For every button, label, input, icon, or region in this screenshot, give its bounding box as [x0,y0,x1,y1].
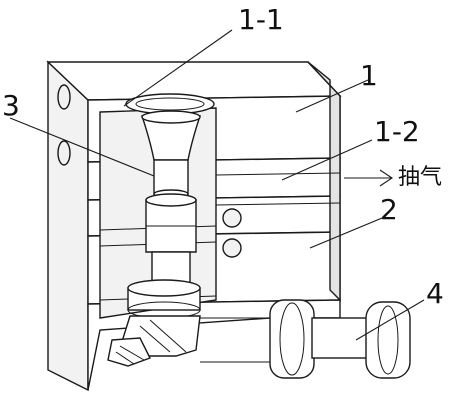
leader-1-1 [123,29,233,107]
block-left-side-face [47,60,89,392]
suction-arrow-head [379,169,393,187]
leader-1-2 [281,139,373,181]
label-suction: 抽气 [398,165,443,190]
block-right-side-face [307,61,341,302]
leader-3 [9,117,155,177]
label-2: 2 [380,193,398,226]
side-hole-lower [57,140,71,166]
nozzle-tip [107,337,151,367]
front-hole-1 [222,208,242,228]
nozzle-neck [153,159,189,195]
label-1-1: 1-1 [238,3,284,36]
leader-4 [355,299,425,341]
actuator-housing-right [365,301,411,379]
leader-2 [309,217,383,249]
block-top-face [46,61,342,101]
front-hole-2 [222,238,242,258]
label-1: 1 [360,59,378,92]
side-hole-upper [57,84,71,110]
leader-1 [295,79,369,113]
actuator-shaft [311,317,373,359]
label-3: 3 [2,89,20,122]
label-4: 4 [426,277,444,310]
actuator-housing-left [269,299,315,379]
label-1-2: 1-2 [374,115,420,148]
